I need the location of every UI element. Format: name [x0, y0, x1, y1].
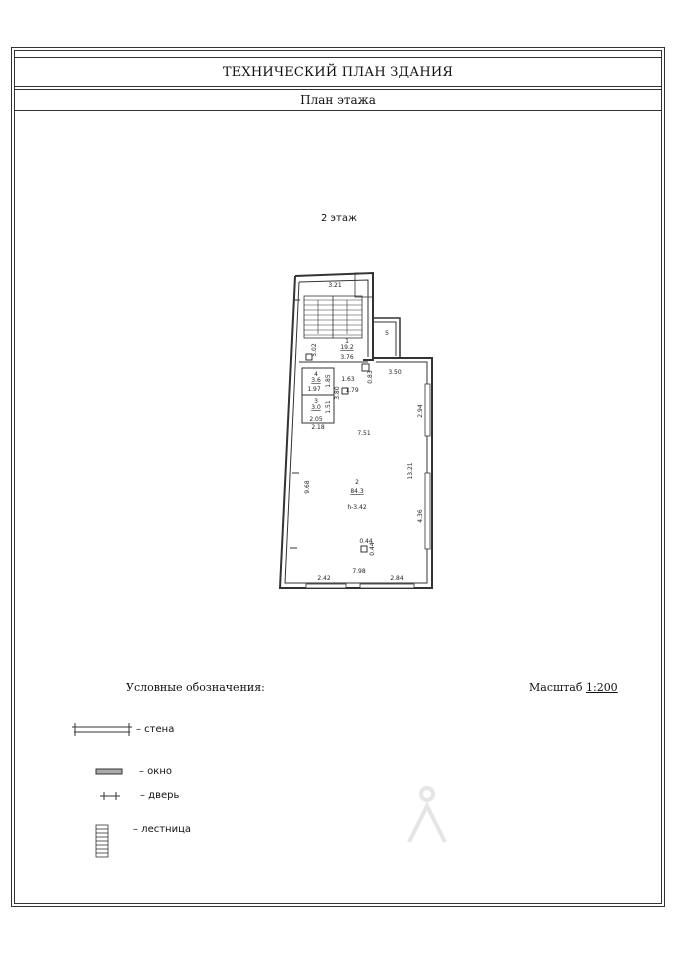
label-798: 7.98 [352, 568, 366, 575]
label-044-vertical: 0.44 [369, 542, 376, 556]
label-room1-number: 1 [345, 338, 349, 345]
label-294: 2.94 [417, 404, 424, 418]
label-968: 9.68 [304, 480, 311, 494]
label-163: 1.63 [341, 376, 355, 383]
label-1321: 13.21 [407, 462, 414, 479]
label-044-horizontal: 0.44 [359, 538, 373, 545]
document-title: ТЕХНИЧЕСКИЙ ПЛАН ЗДАНИЯ [222, 64, 454, 80]
scale-value: 1:200 [585, 681, 618, 694]
document-subtitle-row: План этажа [14, 89, 662, 111]
legend-window-label: – окно [139, 766, 172, 777]
label-room3-number: 3 [314, 398, 318, 405]
label-room1-area: 19.2 [340, 344, 354, 351]
label-room3-area: 3.0 [311, 404, 321, 411]
label-room2-area: 84.3 [350, 488, 364, 495]
label-197: 1.97 [307, 386, 321, 393]
label-room4-area: 3.6 [311, 377, 321, 384]
label-376: 3.76 [340, 354, 354, 361]
label-185: 1.85 [325, 374, 332, 388]
label-242: 2.42 [317, 575, 331, 582]
label-436: 4.36 [417, 509, 424, 523]
scale-label: Масштаб [529, 681, 583, 694]
label-380: 3.80 [334, 386, 341, 400]
label-stair-width: 3.21 [328, 282, 342, 289]
inner-frame [14, 50, 662, 904]
document-title-row: ТЕХНИЧЕСКИЙ ПЛАН ЗДАНИЯ [14, 57, 662, 87]
wall-symbol-icon [72, 723, 132, 736]
document-subtitle: План этажа [300, 93, 376, 107]
label-502: 5.02 [311, 343, 318, 357]
legend-wall-label: – стена [136, 724, 175, 735]
legend-title: Условные обозначения: [126, 681, 265, 694]
label-751: 7.51 [357, 430, 371, 437]
label-083: 0.83 [367, 370, 374, 384]
window-symbol-icon [95, 768, 123, 775]
legend-door-label: – дверь [140, 790, 180, 801]
label-205: 2.05 [309, 416, 323, 423]
label-179: 1.79 [345, 387, 359, 394]
label-room5-number: 5 [385, 330, 389, 337]
label-218: 2.18 [311, 424, 325, 431]
legend-stairs-label: – лестница [133, 824, 192, 835]
label-350: 3.50 [388, 369, 402, 376]
label-room4-number: 4 [314, 371, 318, 378]
label-284: 2.84 [390, 575, 404, 582]
cian-logo-icon [407, 786, 447, 843]
door-symbol-icon [100, 792, 120, 800]
scale: Масштаб 1:200 [529, 681, 618, 694]
floor-label: 2 этаж [321, 213, 357, 224]
label-height: h-3.42 [347, 504, 367, 511]
label-151: 1.51 [325, 400, 332, 414]
label-room2-number: 2 [355, 479, 359, 486]
watermark-logo [405, 780, 605, 861]
outer-frame [11, 47, 665, 907]
stairs-symbol-icon [95, 824, 109, 858]
